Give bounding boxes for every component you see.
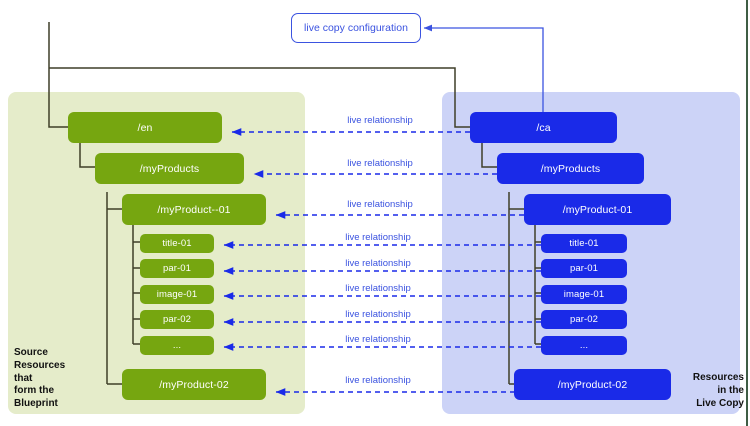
livecopy-node-myproducts[interactable]: /myProducts <box>497 153 644 184</box>
source-node-par-01[interactable]: par-01 <box>140 259 214 278</box>
node-label: par-02 <box>569 314 599 325</box>
livecopy-node-myproduct-01[interactable]: /myProduct-01 <box>524 194 671 225</box>
node-label: /myProduct-02 <box>159 378 229 391</box>
livecopy-node-myproduct-02[interactable]: /myProduct-02 <box>514 369 671 400</box>
source-node-title-01[interactable]: title-01 <box>140 234 214 253</box>
node-label: par-01 <box>162 263 192 274</box>
node-label: /myProduct-02 <box>557 378 628 391</box>
node-label: /myProducts <box>540 162 601 175</box>
source-node-en[interactable]: /en <box>68 112 222 143</box>
node-label: /myProduct-01 <box>562 203 633 216</box>
relationship-label-par02: live relationship <box>345 309 411 320</box>
node-label: title-01 <box>569 238 599 249</box>
relationship-label-ellipsis: live relationship <box>345 334 411 345</box>
node-label: /ca <box>536 121 551 134</box>
livecopy-node-par-01[interactable]: par-01 <box>541 259 627 278</box>
node-label: /myProducts <box>139 162 200 175</box>
live-copy-configuration-box[interactable]: live copy configuration <box>291 13 421 43</box>
node-label: image-01 <box>563 289 605 300</box>
source-node-myproduct-02[interactable]: /myProduct-02 <box>122 369 266 400</box>
relationship-label-myproduct02: live relationship <box>345 375 411 386</box>
node-label: par-02 <box>162 314 192 325</box>
relationship-label-image01: live relationship <box>345 283 411 294</box>
node-label: /en <box>137 121 153 134</box>
node-label: /myProduct--01 <box>157 203 231 216</box>
source-resources-panel <box>8 92 305 414</box>
relationship-label-par01: live relationship <box>345 258 411 269</box>
live-copy-configuration-label: live copy configuration <box>304 22 408 34</box>
live-relationship-arrows <box>223 128 550 396</box>
live-copy-panel <box>442 92 740 414</box>
blueprint-bus-line <box>49 67 470 128</box>
relationship-label-en: live relationship <box>347 115 413 126</box>
node-label: ... <box>579 340 589 351</box>
relationship-label-myproduct01: live relationship <box>347 199 413 210</box>
source-node-myproducts[interactable]: /myProducts <box>95 153 244 184</box>
page-edge-border <box>746 0 748 426</box>
livecopy-node-ca[interactable]: /ca <box>470 112 617 143</box>
config-connector <box>423 24 544 118</box>
node-label: image-01 <box>156 289 198 300</box>
relationship-label-myproducts: live relationship <box>347 158 413 169</box>
source-resources-caption: Source Resources that form the Blueprint <box>14 347 66 410</box>
node-label: par-01 <box>569 263 599 274</box>
live-copy-resources-caption: Resources in the Live Copy <box>692 372 744 409</box>
source-node-image-01[interactable]: image-01 <box>140 285 214 304</box>
livecopy-node-title-01[interactable]: title-01 <box>541 234 627 253</box>
livecopy-node-image-01[interactable]: image-01 <box>541 285 627 304</box>
node-label: title-01 <box>162 238 192 249</box>
livecopy-node-ellipsis[interactable]: ... <box>541 336 627 355</box>
source-node-myproduct-01[interactable]: /myProduct--01 <box>122 194 266 225</box>
livecopy-node-par-02[interactable]: par-02 <box>541 310 627 329</box>
source-node-par-02[interactable]: par-02 <box>140 310 214 329</box>
source-node-ellipsis[interactable]: ... <box>140 336 214 355</box>
relationship-label-title01: live relationship <box>345 232 411 243</box>
node-label: ... <box>172 340 182 351</box>
